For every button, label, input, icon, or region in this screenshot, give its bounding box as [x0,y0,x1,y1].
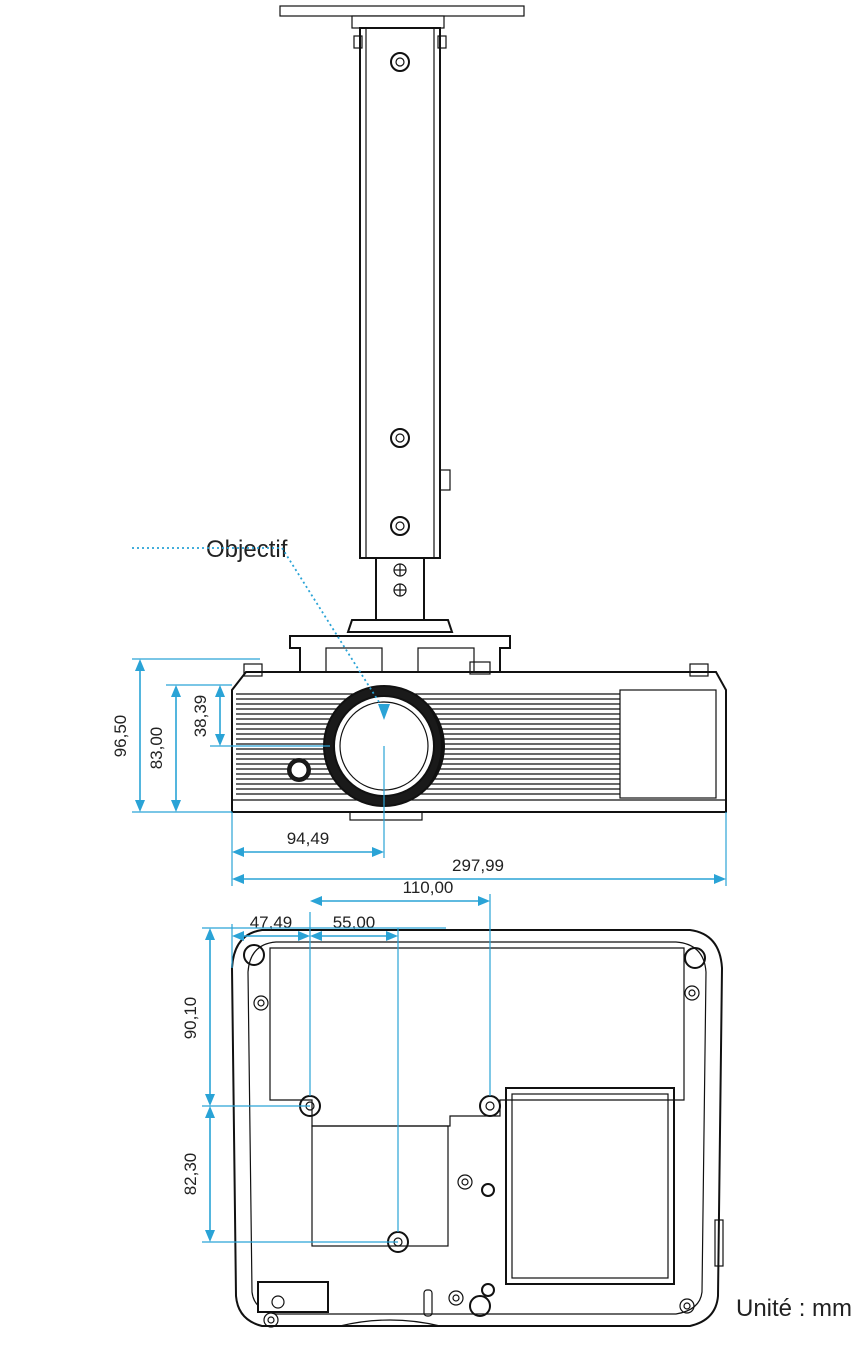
dim-mount-center-offset-value: 55,00 [333,913,376,932]
dim-height-body-value: 83,00 [147,727,166,770]
projector-front-view [231,661,727,821]
dim-width-total-value: 297,99 [452,856,504,875]
ceiling-mount [279,5,525,677]
mount-pole [359,27,441,559]
bottom-foot-edge [339,1319,441,1327]
foot-right [689,663,709,677]
dim-lens-offset-h-value: 94,49 [287,829,330,848]
lens-label: Objectif [206,536,288,563]
ir-sensor [287,758,311,782]
dim-mount-depth-front: 90,10 [181,927,446,1107]
dim-mount-spacing-value: 110,00 [403,878,454,897]
lamp-door [505,1087,675,1285]
adapter-screw-bottom [393,583,407,597]
pole-clip-left [353,35,363,49]
dim-lens-offset-h: 94,49 [231,746,385,886]
lens-leader-arrow [378,704,390,720]
pole-bolt-lower [390,516,410,536]
side-vent-panel [619,689,717,799]
dim-mount-left-offset-value: 47,49 [250,913,293,932]
zoom-ring [429,707,443,785]
bottom-tab [349,811,423,821]
bottom-body [230,929,724,1327]
ceiling-plate [279,5,525,17]
unit-label: Unité : mm [736,1295,852,1322]
bottom-post [481,1183,495,1197]
lens-leader-line [132,547,385,711]
dim-height-total: 96,50 [111,658,260,813]
dim-mount-depth-rear-value: 82,30 [181,1153,200,1196]
projector-bottom-view [230,929,724,1328]
pole-clip-right [437,35,447,49]
dim-mount-spacing: 110,00 [309,878,491,1096]
side-tab [714,1219,724,1267]
pole-latch [439,469,451,491]
screw-left-1 [253,995,269,1011]
screw-right-1 [684,985,700,1001]
foot-front-left [243,944,265,966]
foot-left [243,663,263,677]
dim-mount-center-offset: 55,00 [310,913,399,1232]
foot-front-right [684,947,706,969]
screw-rear-right [679,1298,695,1314]
dim-lens-offset-v: 38,39 [191,685,330,747]
dim-mount-left-offset: 47,49 [231,913,310,968]
screw-center [457,1174,473,1190]
mount-flange [351,15,445,29]
dim-height-body: 83,00 [147,684,232,812]
pole-bolt-middle [390,428,410,448]
dim-width-total: 297,99 [232,812,727,886]
screw-rear-center [448,1290,464,1306]
label-slot [423,1289,433,1317]
adjust-foot [469,1295,491,1317]
adapter-screw-top [393,563,407,577]
dim-mount-depth-front-value: 90,10 [181,997,200,1040]
pole-bolt-top [390,52,410,72]
bottom-recess-center [311,1125,449,1247]
dim-mount-depth-rear: 82,30 [181,1106,398,1243]
dim-height-total-value: 96,50 [111,715,130,758]
dim-lens-offset-v-value: 38,39 [191,695,210,738]
bottom-recess-upper [269,947,685,1127]
kensington-slot [257,1281,329,1313]
mount-foot-center [469,661,491,675]
mount-bracket [289,635,511,677]
mount-collar [346,619,454,633]
